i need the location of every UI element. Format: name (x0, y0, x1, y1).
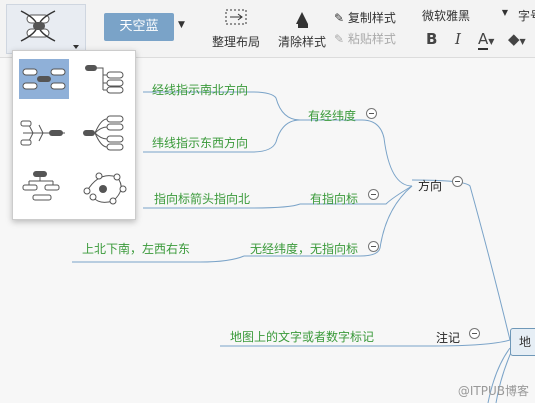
chevron-down-icon: ▼ (501, 8, 508, 17)
node-direction[interactable]: 方向 (418, 179, 443, 193)
node-no-latlong[interactable]: 无经纬度，无指向标 (250, 242, 359, 256)
node-latlong[interactable]: 有经纬度 (308, 109, 357, 123)
node-compass-desc[interactable]: 指向标箭头指向北 (154, 192, 251, 206)
arrange-icon (225, 9, 247, 25)
collapse-latlong-icon[interactable] (366, 108, 377, 119)
layout-option-logic[interactable] (79, 113, 129, 153)
arrange-label: 整理布局 (211, 35, 260, 49)
layout-org-icon (22, 171, 60, 201)
italic-button[interactable]: I (455, 30, 461, 48)
layout-option-mindmap[interactable] (19, 59, 69, 99)
node-meridian[interactable]: 经线指示南北方向 (152, 83, 249, 97)
font-family-value: 微软雅黑 (422, 9, 471, 23)
layout-option-fishbone[interactable] (19, 113, 69, 153)
node-note[interactable]: 注记 (436, 331, 461, 345)
font-size-select[interactable]: 字号 (518, 7, 535, 25)
toolbar: 天空蓝 ▼ 整理布局 清除样式 ✎ 复制样式 ✎ 粘贴样式 微软雅黑 ▼ 字号 … (0, 0, 535, 58)
node-no-latlong-desc[interactable]: 上北下南，左西右东 (82, 242, 191, 256)
font-size-label: 字号 (518, 9, 535, 23)
layout-right-tree-icon (85, 65, 124, 94)
theme-button[interactable]: 天空蓝 (104, 13, 174, 41)
layout-popup (12, 50, 136, 220)
branch-lines (72, 91, 513, 403)
arrange-layout-button[interactable]: 整理布局 (210, 4, 262, 52)
bold-button[interactable]: B (426, 30, 438, 48)
copy-style-label: 复制样式 (347, 11, 396, 25)
layout-option-org[interactable] (19, 167, 69, 207)
layout-button[interactable] (6, 4, 86, 54)
collapse-compass-icon[interactable] (368, 189, 379, 200)
node-parallel[interactable]: 纬线指示东西方向 (152, 136, 249, 150)
collapse-direction-icon[interactable] (452, 176, 463, 187)
paste-style-icon: ✎ (334, 32, 345, 46)
collapse-note-icon[interactable] (469, 328, 480, 339)
collapse-no-latlong-icon[interactable] (368, 241, 379, 252)
paste-style-button[interactable]: ✎ 粘贴样式 (334, 30, 396, 47)
node-note-desc[interactable]: 地图上的文字或者数字标记 (230, 330, 375, 344)
brush-icon (296, 12, 308, 28)
layout-fishbone-icon (20, 120, 65, 146)
font-family-select[interactable]: 微软雅黑 ▼ (422, 7, 508, 25)
center-node[interactable]: 地 (510, 328, 535, 356)
layout-mindmap-icon (22, 68, 66, 90)
chevron-down-icon: ▼ (488, 37, 495, 46)
chevron-down-icon: ▼ (519, 37, 526, 46)
font-color-button[interactable]: A▼ (478, 30, 495, 50)
paint-bucket-icon: ◆ (508, 30, 520, 48)
clear-style-label: 清除样式 (277, 35, 326, 49)
copy-style-icon: ✎ (334, 11, 345, 25)
layout-option-radial[interactable] (79, 167, 129, 207)
layout-option-right-tree[interactable] (79, 59, 129, 99)
layout-icon (20, 10, 79, 49)
paste-style-label: 粘贴样式 (347, 32, 396, 46)
layout-radial-icon (83, 172, 127, 205)
clear-style-button[interactable]: 清除样式 (276, 4, 328, 52)
copy-style-button[interactable]: ✎ 复制样式 (334, 9, 396, 26)
node-compass[interactable]: 有指向标 (310, 192, 359, 206)
fill-color-button[interactable]: ◆▼ (508, 30, 526, 48)
watermark: @ITPUB博客 (457, 384, 529, 398)
layout-logic-icon (83, 115, 124, 151)
theme-dropdown-icon[interactable]: ▼ (178, 20, 185, 30)
font-color-label: A (478, 30, 489, 50)
